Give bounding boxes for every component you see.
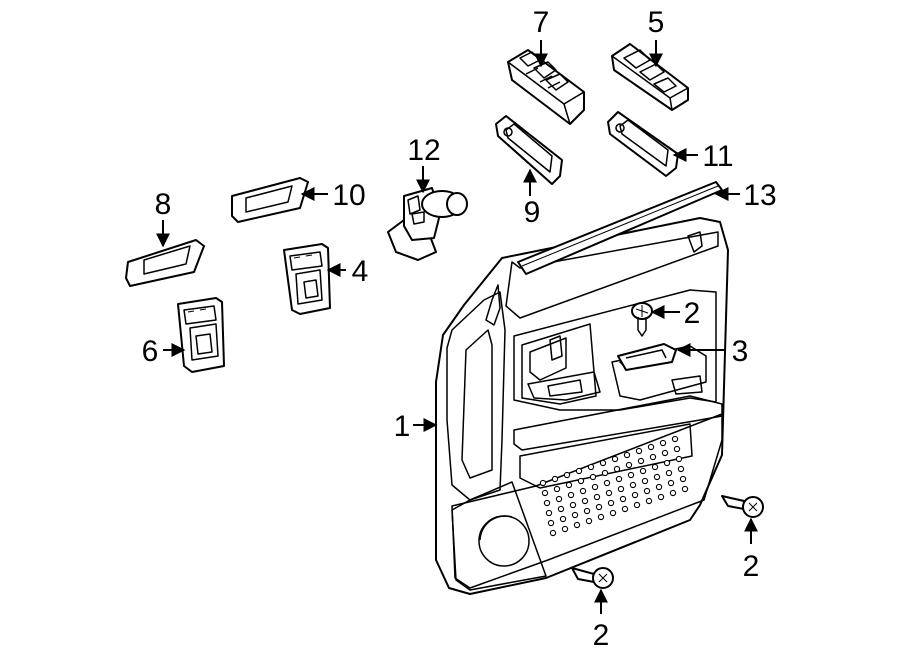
callout-10: 10 (332, 179, 365, 212)
callout-4: 4 (352, 255, 369, 288)
switch-bezel-8 (125, 239, 205, 287)
callout-13: 13 (743, 179, 776, 212)
callout-8: 8 (155, 188, 172, 221)
callout-5: 5 (648, 6, 665, 39)
callout-6: 6 (142, 335, 159, 368)
switch-bezel-9 (495, 115, 563, 185)
callout-3: 3 (732, 335, 749, 368)
callout-12: 12 (407, 134, 440, 167)
callout-labels: 1 2 2 2 3 4 5 6 7 8 9 10 11 12 13 (142, 6, 777, 652)
speaker-grille (539, 435, 689, 537)
window-switch-4 (283, 243, 331, 315)
mirror-switch (387, 187, 468, 261)
callout-2-bottom: 2 (593, 619, 610, 652)
switch-bezel-10 (231, 177, 309, 223)
master-window-switch (507, 49, 585, 125)
window-switch-5 (611, 43, 689, 111)
callout-7: 7 (533, 6, 550, 39)
push-pin-fastener-right (721, 495, 764, 518)
push-pin-fastener-bottom (571, 567, 614, 589)
callout-2-right: 2 (743, 550, 760, 583)
door-trim-panel (435, 217, 729, 595)
callout-1: 1 (394, 410, 411, 443)
callout-11: 11 (702, 140, 733, 173)
window-switch-6 (177, 297, 225, 373)
push-pin-clip (631, 302, 653, 337)
callout-2-clip: 2 (684, 297, 701, 330)
switch-bezel-11 (607, 111, 679, 177)
callout-9: 9 (524, 196, 541, 229)
leader-lines (156, 40, 758, 614)
inside-door-handle (617, 343, 677, 371)
